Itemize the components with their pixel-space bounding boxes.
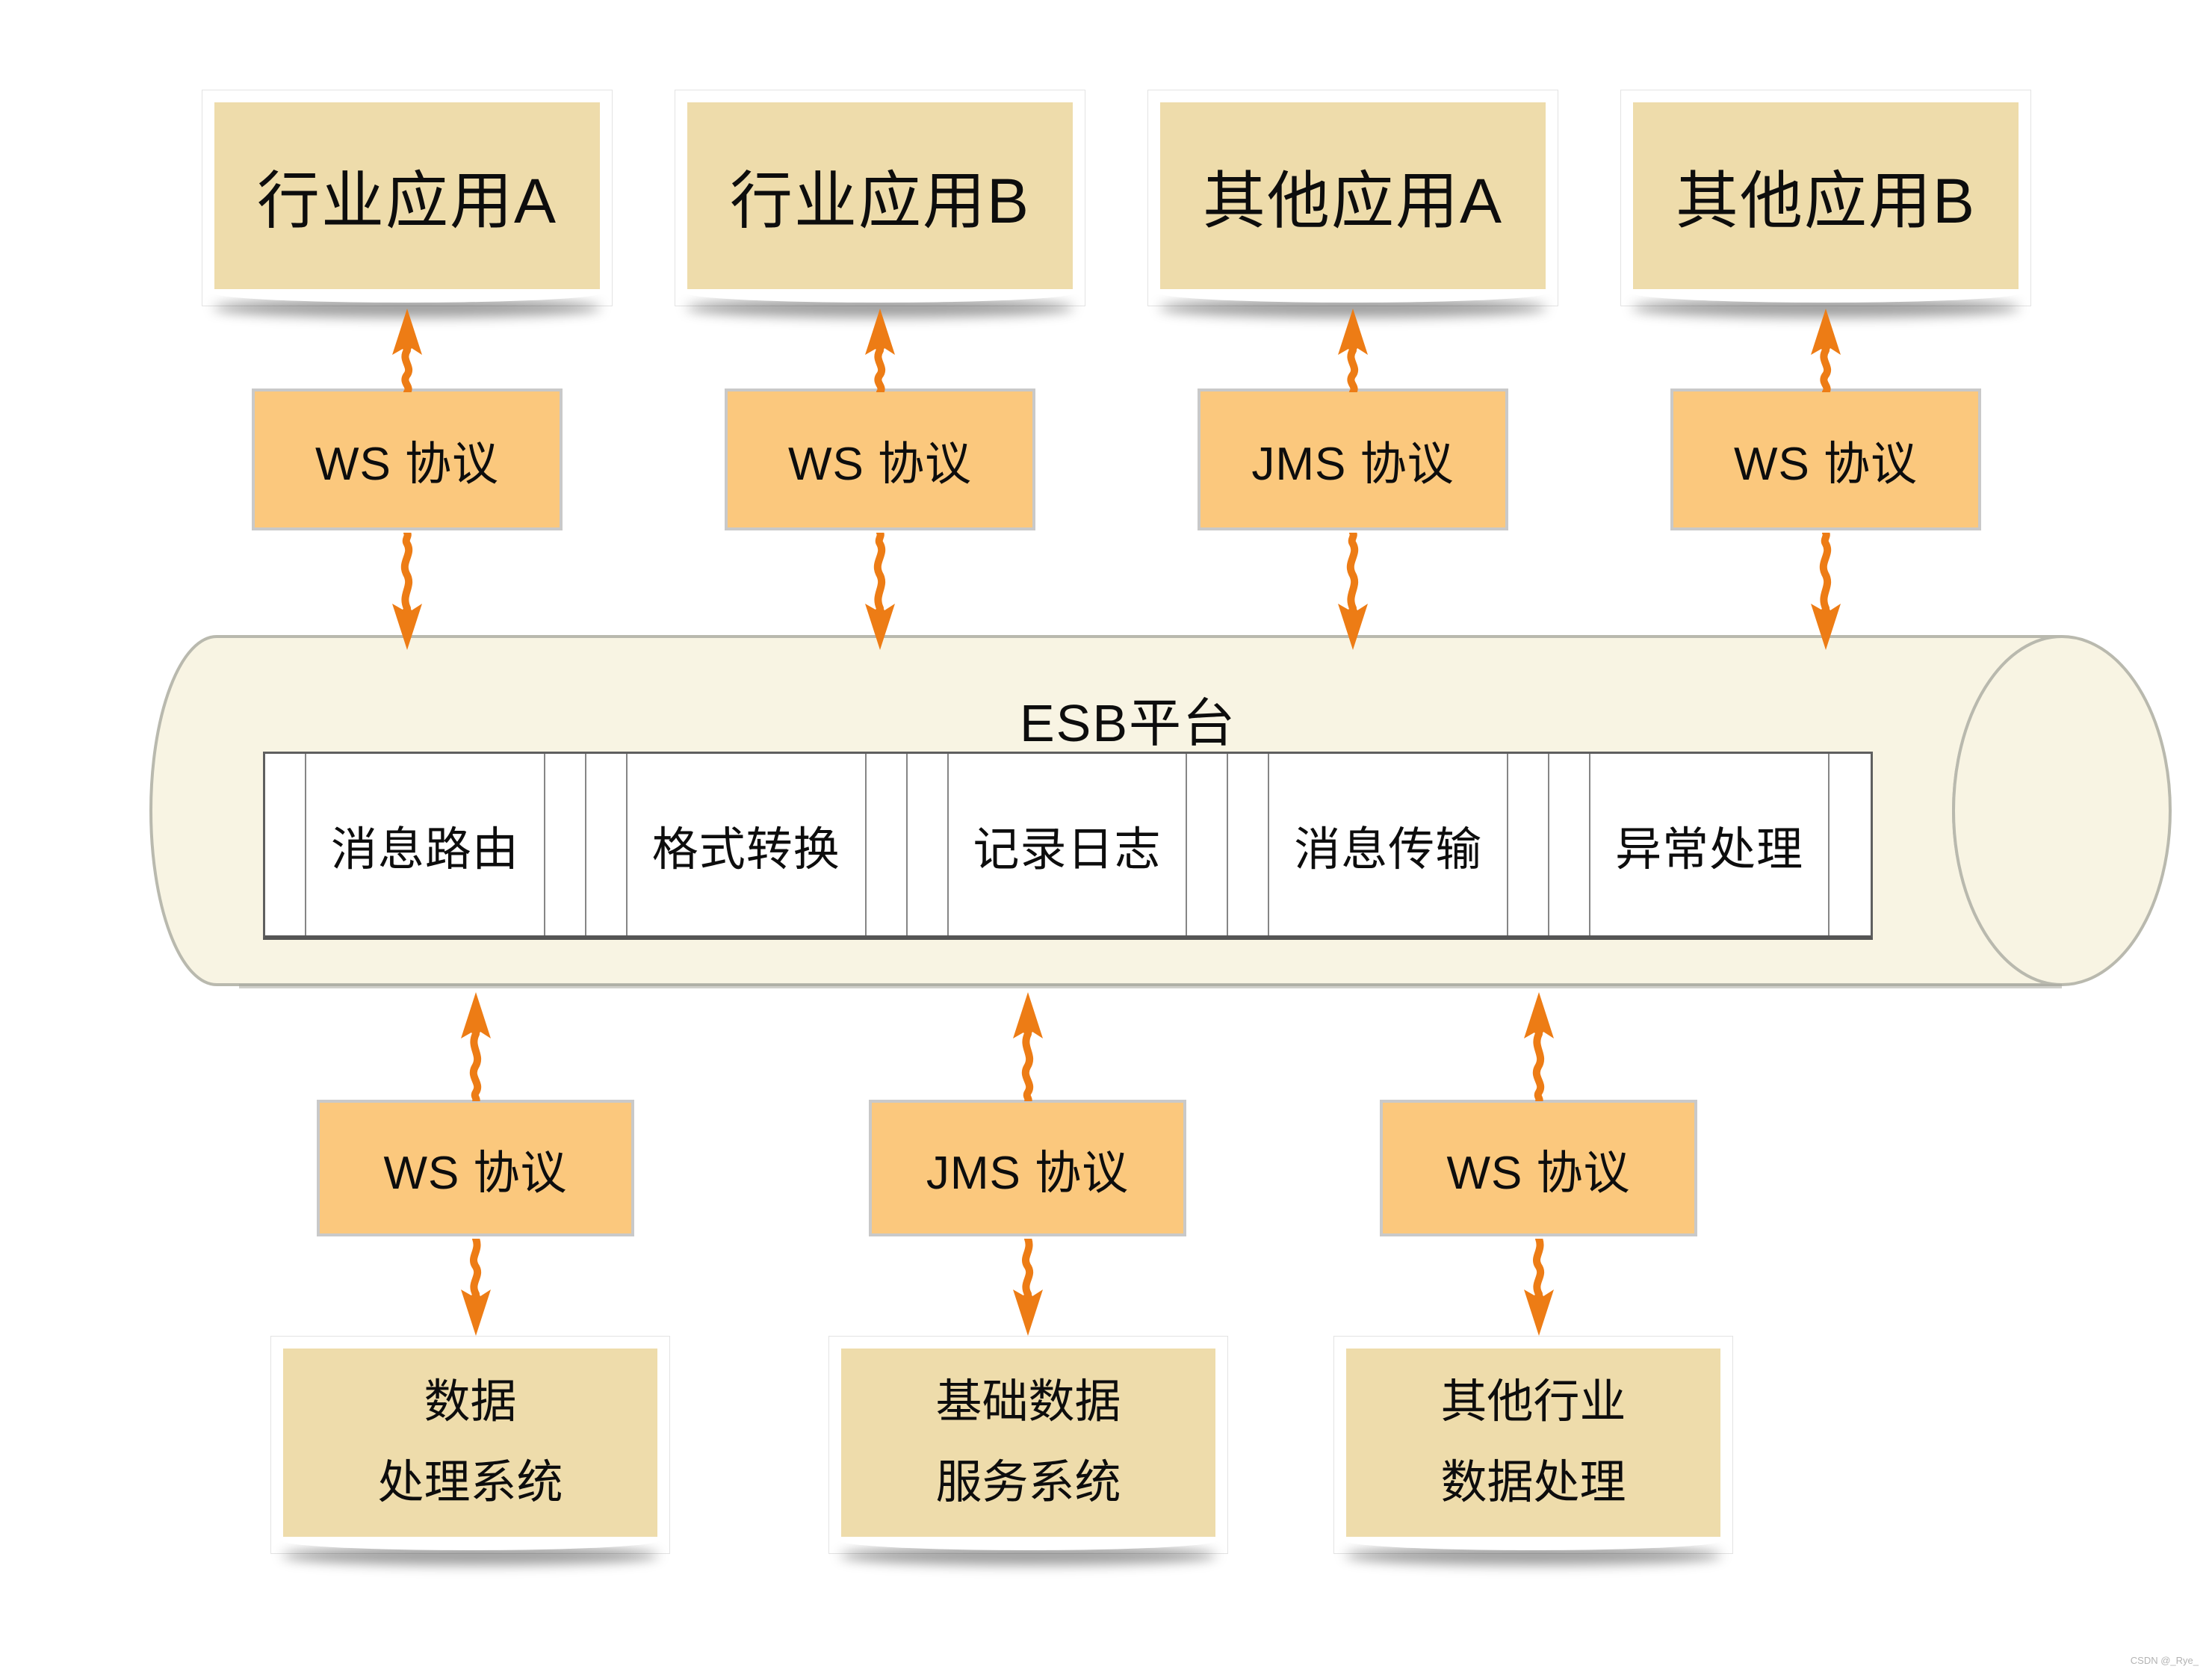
- system-label: 基础数据 服务系统: [935, 1362, 1121, 1524]
- app-label: 行业应用B: [729, 165, 1031, 236]
- protocol-label: WS 协议: [315, 439, 500, 490]
- spacer-cell: [1508, 754, 1550, 935]
- system-label-line2: 服务系统: [935, 1457, 1121, 1508]
- down-arrow-icon: [1335, 533, 1371, 650]
- system-box-base-data-service: 基础数据 服务系统: [828, 1336, 1228, 1554]
- down-arrow-icon: [1808, 533, 1844, 650]
- protocol-box-ws-2: WS 协议: [725, 388, 1035, 530]
- protocol-label: WS 协议: [1446, 1147, 1631, 1199]
- app-label: 其他应用A: [1202, 165, 1504, 236]
- esb-module-cell-transform: 格式转换: [627, 754, 867, 935]
- system-box-fill: 数据 处理系统: [283, 1349, 657, 1537]
- up-arrow-icon: [1335, 309, 1371, 392]
- up-arrow-icon: [389, 309, 425, 392]
- protocol-box-jms-2: JMS 协议: [869, 1100, 1186, 1236]
- protocol-label: WS 协议: [787, 439, 973, 490]
- protocol-box-ws-5: WS 协议: [1380, 1100, 1697, 1236]
- esb-module-cell-routing: 消息路由: [306, 754, 545, 935]
- down-arrow-icon: [389, 533, 425, 650]
- spacer-cell: [586, 754, 628, 935]
- esb-module-cell-logging: 记录日志: [948, 754, 1188, 935]
- spacer-cell: [1829, 754, 1871, 935]
- spacer-cell: [866, 754, 908, 935]
- watermark: CSDN @_Rye_: [2130, 1655, 2199, 1666]
- system-label-line1: 数据: [424, 1375, 517, 1428]
- protocol-box-ws-3: WS 协议: [1670, 388, 1981, 530]
- spacer-cell: [907, 754, 949, 935]
- up-arrow-icon: [1010, 992, 1046, 1101]
- system-label: 其他行业 数据处理: [1440, 1362, 1626, 1524]
- esb-module-strip: 消息路由 格式转换 记录日志 消息传输 异常处理: [263, 752, 1873, 940]
- protocol-label: JMS 协议: [926, 1147, 1130, 1199]
- spacer-cell: [1228, 754, 1270, 935]
- spacer-cell: [1549, 754, 1591, 935]
- spacer-cell: [265, 754, 306, 935]
- protocol-box-ws-4: WS 协议: [317, 1100, 634, 1236]
- app-box-industry-b: 行业应用B: [675, 90, 1085, 306]
- module-label: 消息传输: [1294, 823, 1483, 876]
- app-label: 行业应用A: [256, 165, 558, 236]
- module-label: 异常处理: [1615, 823, 1804, 876]
- app-box-other-a: 其他应用A: [1147, 90, 1558, 306]
- down-arrow-icon: [862, 533, 898, 650]
- down-arrow-icon: [1521, 1239, 1557, 1336]
- up-arrow-icon: [1521, 992, 1557, 1101]
- system-box-data-processing: 数据 处理系统: [270, 1336, 670, 1554]
- protocol-label: WS 协议: [1733, 439, 1918, 490]
- system-label: 数据 处理系统: [377, 1362, 563, 1524]
- system-box-other-industry: 其他行业 数据处理: [1333, 1336, 1733, 1554]
- module-label: 格式转换: [651, 823, 840, 876]
- system-label-line2: 处理系统: [377, 1457, 563, 1508]
- module-label: 记录日志: [973, 823, 1162, 876]
- protocol-box-jms-1: JMS 协议: [1198, 388, 1508, 530]
- system-box-fill: 其他行业 数据处理: [1346, 1349, 1720, 1537]
- esb-module-cell-exception: 异常处理: [1590, 754, 1830, 935]
- spacer-cell: [1187, 754, 1229, 935]
- protocol-label: JMS 协议: [1251, 439, 1454, 490]
- protocol-box-ws-1: WS 协议: [252, 388, 563, 530]
- app-box-industry-a: 行业应用A: [202, 90, 613, 306]
- up-arrow-icon: [862, 309, 898, 392]
- app-box-fill: 行业应用A: [214, 102, 600, 289]
- protocol-label: WS 协议: [383, 1147, 568, 1199]
- down-arrow-icon: [1010, 1239, 1046, 1336]
- app-box-other-b: 其他应用B: [1620, 90, 2031, 306]
- app-box-fill: 其他应用A: [1160, 102, 1546, 289]
- app-box-fill: 其他应用B: [1633, 102, 2019, 289]
- system-label-line1: 其他行业: [1440, 1375, 1626, 1428]
- down-arrow-icon: [458, 1239, 494, 1336]
- system-box-fill: 基础数据 服务系统: [841, 1349, 1215, 1537]
- app-label: 其他应用B: [1675, 165, 1977, 236]
- up-arrow-icon: [1808, 309, 1844, 392]
- module-label: 消息路由: [330, 823, 519, 876]
- esb-module-cell-transport: 消息传输: [1269, 754, 1509, 935]
- app-box-fill: 行业应用B: [687, 102, 1073, 289]
- up-arrow-icon: [458, 992, 494, 1101]
- esb-platform-title: ESB平台: [1019, 694, 1237, 752]
- system-label-line1: 基础数据: [935, 1375, 1121, 1428]
- system-label-line2: 数据处理: [1440, 1457, 1626, 1508]
- spacer-cell: [545, 754, 586, 935]
